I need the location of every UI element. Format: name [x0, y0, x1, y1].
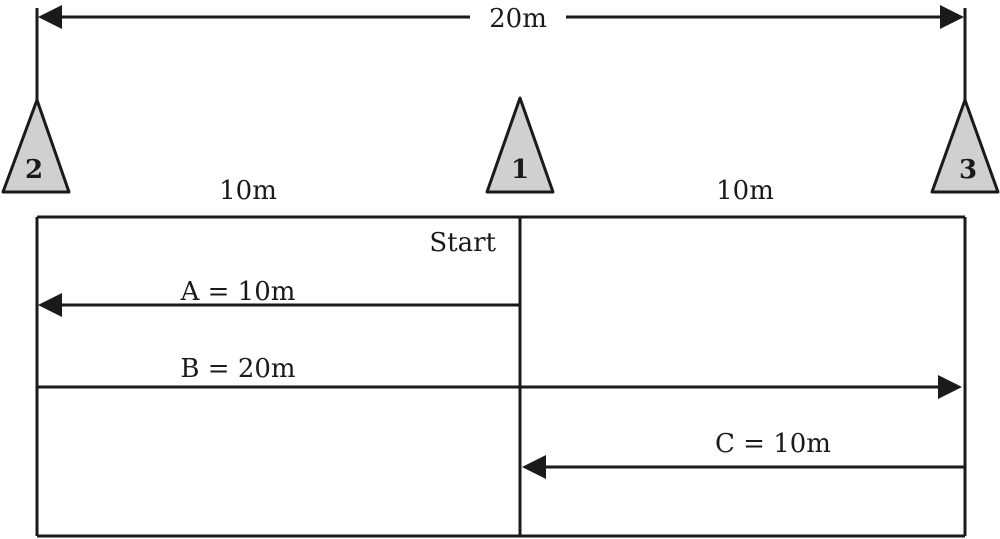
cone-2-number: 2 — [25, 155, 43, 185]
cone-1-number: 1 — [511, 155, 529, 185]
cone-3-number: 3 — [959, 155, 977, 185]
cone-1-shape — [485, 96, 555, 194]
run-c-arrow: C = 10m — [522, 429, 965, 479]
run-a-arrowhead — [38, 293, 62, 317]
run-b-label: B = 20m — [180, 354, 295, 384]
dimension-right-arrowhead — [940, 5, 964, 29]
run-a-label: A = 10m — [180, 277, 296, 307]
total-distance-label: 20m — [489, 4, 547, 34]
run-c-arrowhead — [522, 455, 546, 479]
cone-3-shape — [930, 98, 1000, 194]
total-distance-dimension: 20m — [35, 4, 967, 108]
cone-2: 2 — [1, 98, 71, 194]
cone-3: 3 — [930, 98, 1000, 194]
cone-1: 1 — [485, 96, 555, 194]
right-segment-label: 10m — [716, 176, 774, 206]
run-a-arrow: A = 10m — [38, 277, 520, 317]
run-c-label: C = 10m — [715, 429, 831, 459]
run-b-arrow: B = 20m — [37, 354, 962, 399]
dimension-left-arrowhead — [38, 5, 62, 29]
run-b-arrowhead — [938, 375, 962, 399]
start-label: Start — [429, 228, 496, 258]
left-segment-label: 10m — [219, 176, 277, 206]
cone-2-shape — [1, 98, 71, 194]
course-grid — [35, 215, 967, 538]
